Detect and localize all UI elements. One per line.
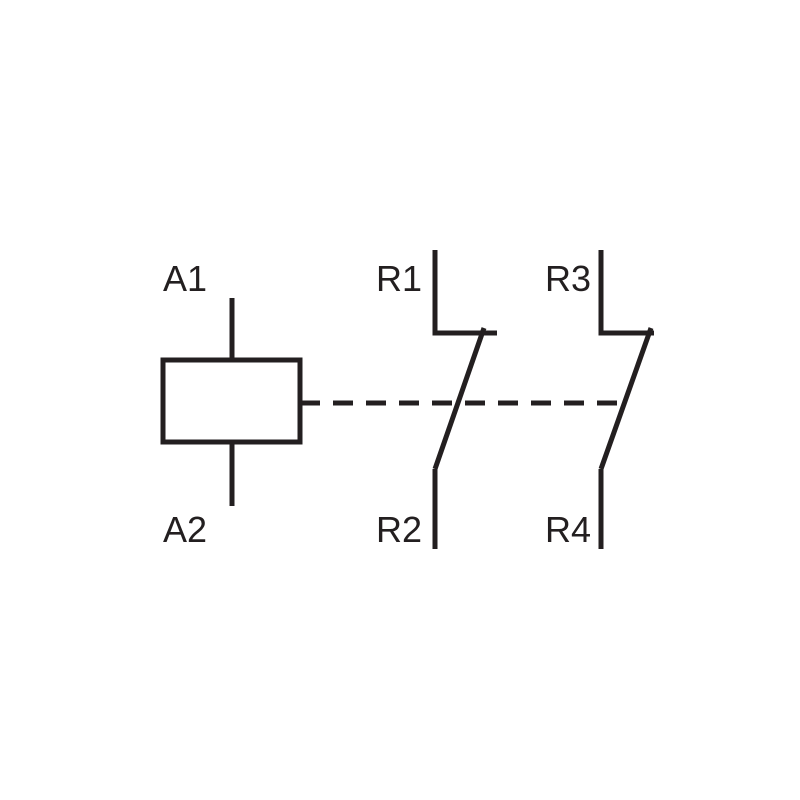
contact-2-fixed-terminal — [598, 250, 654, 336]
contact-terminal-r4-label: R4 — [545, 509, 591, 550]
contact-1-fixed-terminal — [432, 250, 497, 336]
contact-terminal-r1-label: R1 — [376, 258, 422, 299]
contact-1-moving-blade — [432, 327, 487, 470]
switch-contact-1: R1 R2 — [376, 250, 497, 550]
contact-2-moving-blade — [598, 327, 654, 470]
relay-coil: A1 A2 — [160, 258, 303, 550]
contact-terminal-r2-label: R2 — [376, 509, 422, 550]
switch-contact-2: R3 R4 — [545, 250, 654, 550]
coil-body — [160, 357, 303, 445]
coil-terminal-a2-label: A2 — [163, 509, 207, 550]
contact-terminal-r3-label: R3 — [545, 258, 591, 299]
coil-terminal-a1-label: A1 — [163, 258, 207, 299]
